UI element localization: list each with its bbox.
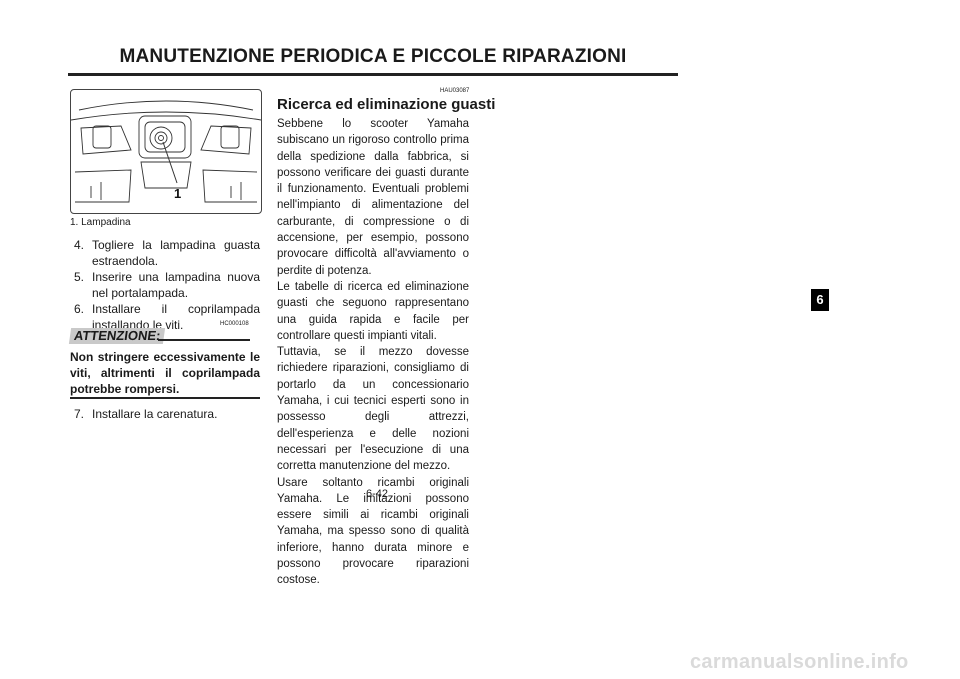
watermark: carmanualsonline.info xyxy=(690,651,909,673)
right-bracket xyxy=(230,182,242,200)
bulb-housing-inner xyxy=(144,121,186,153)
step-item: 7. Installare la carenatura. xyxy=(74,406,260,422)
fairing-inner-right xyxy=(200,125,252,155)
caution-bottom-rule xyxy=(70,397,260,399)
body-paragraph: Usare soltanto ricambi originali Yamaha.… xyxy=(277,476,469,587)
page-number: 6-42 xyxy=(366,488,389,500)
body-paragraph: Sebbene lo scooter Yamaha subiscano un r… xyxy=(277,118,469,277)
section-body: Sebbene lo scooter Yamaha subiscano un r… xyxy=(277,116,469,589)
step-number: 4. xyxy=(74,238,85,252)
step-row: 7. Installare la carenatura. xyxy=(74,406,260,422)
fairing-inner-left xyxy=(80,125,132,155)
lower-panel xyxy=(140,161,192,189)
chapter-tab: 6 xyxy=(811,289,829,311)
caution-code: HC000108 xyxy=(220,321,249,327)
body-paragraph: Tuttavia, se il mezzo dovesse richiedere… xyxy=(277,346,469,473)
caution-text: Non stringere eccessivamente le viti, al… xyxy=(70,350,260,396)
body-paragraph: Le tabelle di ricerca ed eliminazione gu… xyxy=(277,280,469,342)
bulb xyxy=(154,131,168,145)
steps-list: 4. Togliere la lampadina guasta estraend… xyxy=(74,237,260,333)
bulb-illustration: 1 xyxy=(70,89,262,214)
caution-rule xyxy=(158,339,250,341)
section-code: HAU03087 xyxy=(440,88,470,94)
bulb-center xyxy=(158,135,164,141)
step-number: 5. xyxy=(74,270,85,284)
step-number: 7. xyxy=(74,407,85,421)
header-rule xyxy=(68,73,678,76)
callout-number: 1 xyxy=(174,186,181,201)
figure-caption: 1. Lampadina xyxy=(70,217,131,228)
callout-leader xyxy=(162,141,178,184)
right-vent xyxy=(220,125,240,149)
step-item: 5. Inserire una lampadina nuova nel port… xyxy=(74,269,260,301)
caution-header: ATTENZIONE: xyxy=(68,328,260,346)
bulb-housing xyxy=(138,115,192,159)
fairing-outline-upper xyxy=(71,111,261,121)
section-title: Ricerca ed eliminazione guasti xyxy=(277,96,496,113)
lower-right-panel xyxy=(202,169,258,203)
step-item: 4. Togliere la lampadina guasta estraend… xyxy=(74,237,260,269)
step-text: Inserire una lampadina nuova nel portala… xyxy=(92,270,260,300)
step-text: Togliere la lampadina guasta estraendola… xyxy=(92,238,260,268)
lower-left-panel xyxy=(74,169,132,203)
left-vent xyxy=(92,125,112,149)
caution-label: ATTENZIONE: xyxy=(68,328,166,344)
page-header-title: MANUTENZIONE PERIODICA E PICCOLE RIPARAZ… xyxy=(119,46,627,67)
left-bracket xyxy=(90,182,102,200)
fairing-outline-top xyxy=(78,100,254,111)
step-text: Installare la carenatura. xyxy=(92,407,218,421)
bulb-socket xyxy=(149,126,173,150)
step-number: 6. xyxy=(74,302,85,316)
bulb-illustration-drawing: 1 xyxy=(71,100,261,203)
